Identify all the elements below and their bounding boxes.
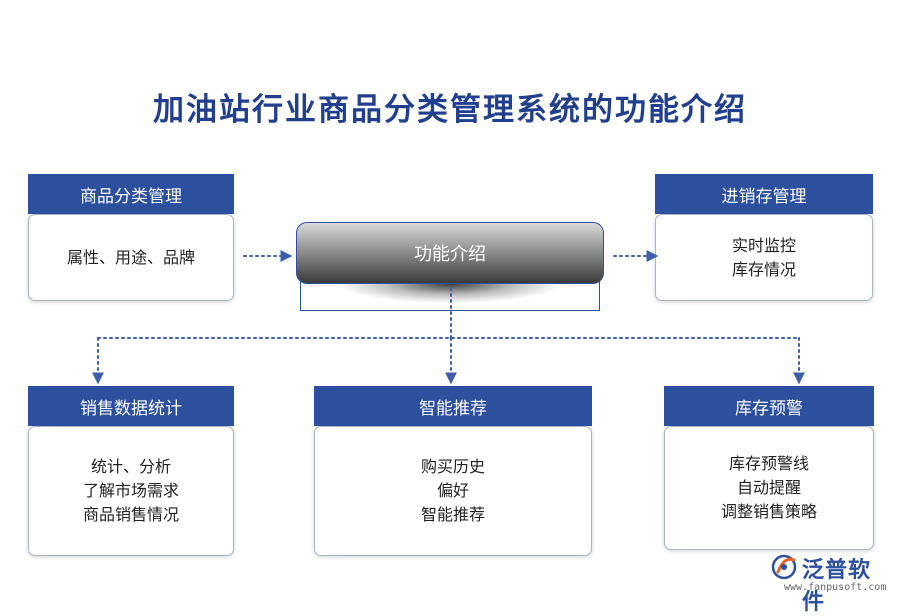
center-shadow	[310, 284, 590, 308]
card-line: 统计、分析	[90, 457, 171, 476]
card-title: 进销存管理	[655, 174, 873, 214]
card-body: 库存预警线 自动提醒 调整销售策略	[664, 426, 874, 550]
logo-name: 泛普软件	[802, 558, 872, 615]
card-line: 自动提醒	[736, 478, 801, 497]
center-node: 功能介绍	[296, 222, 604, 312]
card-smart-recommendation: 智能推荐 购买历史 偏好 智能推荐	[314, 386, 592, 556]
card-line: 商品销售情况	[82, 505, 179, 524]
card-title: 库存预警	[664, 386, 874, 426]
logo-icon	[771, 554, 797, 580]
card-body: 实时监控 库存情况	[655, 214, 873, 301]
card-stock-alert: 库存预警 库存预警线 自动提醒 调整销售策略	[664, 386, 874, 550]
card-title: 智能推荐	[314, 386, 592, 426]
card-sales-statistics: 销售数据统计 统计、分析 了解市场需求 商品销售情况	[28, 386, 234, 556]
card-body: 统计、分析 了解市场需求 商品销售情况	[28, 426, 234, 556]
logo-url: www.fanpusoft.com	[784, 582, 887, 593]
card-line: 智能推荐	[420, 505, 485, 524]
card-line: 偏好	[436, 481, 469, 500]
card-body: 购买历史 偏好 智能推荐	[314, 426, 592, 556]
card-line: 了解市场需求	[82, 481, 179, 500]
card-line: 购买历史	[420, 457, 485, 476]
card-line: 库存预警线	[728, 454, 809, 473]
card-category-management: 商品分类管理 属性、用途、品牌	[28, 174, 234, 301]
page-title: 加油站行业商品分类管理系统的功能介绍	[153, 92, 747, 128]
card-title: 商品分类管理	[28, 174, 234, 214]
card-title: 销售数据统计	[28, 386, 234, 426]
card-line: 属性、用途、品牌	[66, 247, 195, 267]
card-body: 属性、用途、品牌	[28, 214, 234, 301]
brand-logo: 泛普软件 www.fanpusoft.com	[770, 552, 892, 615]
card-inventory-management: 进销存管理 实时监控 库存情况	[655, 174, 873, 301]
card-line: 实时监控	[731, 235, 796, 255]
center-label: 功能介绍	[296, 222, 604, 284]
card-line: 库存情况	[731, 259, 796, 279]
card-line: 调整销售策略	[720, 502, 817, 521]
